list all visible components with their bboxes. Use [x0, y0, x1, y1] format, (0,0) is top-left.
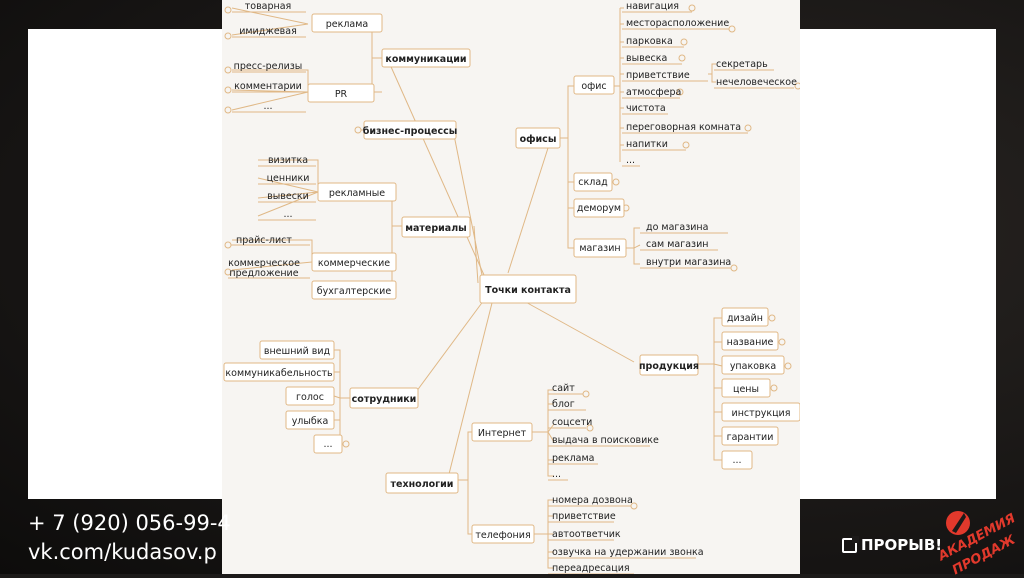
- node-accounting: бухгалтерские: [317, 286, 392, 297]
- leaf-packaging: упаковка: [730, 361, 776, 372]
- leaf-internet-ads: реклама: [552, 453, 595, 464]
- node-internet: Интернет: [478, 428, 527, 439]
- leaf-blog: блог: [552, 399, 575, 410]
- leaf-design: дизайн: [727, 313, 763, 324]
- leaf-forwarding: переадресация: [552, 563, 630, 574]
- leaf-comments: комментарии: [234, 81, 302, 92]
- node-advertising: реклама: [326, 19, 369, 30]
- branch-materials: материалы: [405, 223, 467, 234]
- contact-phone: + 7 (920) 056-99-4: [28, 511, 231, 535]
- branch-communications: коммуникации: [385, 54, 466, 65]
- leaf-price-list: прайс-лист: [236, 235, 292, 246]
- mind-map: Точки контакта коммуникации реклама това…: [222, 0, 800, 574]
- leaf-promo-more: ...: [283, 209, 292, 220]
- leaf-hold-audio: озвучка на удержании звонка: [552, 547, 704, 558]
- branch-business: бизнес-процессы: [363, 126, 458, 137]
- leaf-sociability: коммуникабельность: [225, 368, 333, 379]
- leaf-nonhuman: нечеловеческое: [716, 77, 797, 88]
- leaf-social: соцсети: [552, 417, 592, 428]
- leaf-location: месторасположение: [626, 18, 729, 29]
- leaf-numbers: номера дозвона: [552, 495, 633, 506]
- leaf-name: название: [727, 337, 774, 348]
- rocket-icon: [946, 511, 970, 535]
- leaf-office-more: ...: [626, 155, 635, 166]
- leaf-inside-shop: внутри магазина: [646, 257, 731, 268]
- proryv-logo: ПРОРЫВ!: [842, 535, 943, 554]
- leaf-press-releases: пресс-релизы: [234, 61, 303, 72]
- proryv-logo-text: ПРОРЫВ!: [861, 536, 943, 554]
- leaf-office-greeting: приветствие: [626, 70, 690, 81]
- leaf-secretary: секретарь: [716, 59, 768, 70]
- leaf-product-ad: товарная: [245, 1, 292, 12]
- leaf-before-shop: до магазина: [646, 222, 708, 233]
- leaf-drinks: напитки: [626, 139, 668, 150]
- node-demoroom: деморум: [577, 203, 621, 214]
- node-shop: магазин: [579, 243, 620, 254]
- leaf-phone-greeting: приветствие: [552, 511, 616, 522]
- leaf-pr-more: ...: [263, 101, 272, 112]
- leaf-parking: парковка: [626, 36, 673, 47]
- node-promo: рекламные: [329, 188, 385, 199]
- branch-staff: сотрудники: [352, 394, 417, 405]
- leaf-signboard: вывеска: [626, 53, 667, 64]
- leaf-guarantee: гарантии: [727, 432, 774, 443]
- center-node: Точки контакта: [485, 285, 571, 296]
- leaf-search: выдача в поисковике: [552, 435, 659, 446]
- leaf-autoresponder: автоответчик: [552, 529, 621, 540]
- leaf-voice: голос: [296, 392, 324, 403]
- leaf-card: визитка: [268, 155, 308, 166]
- leaf-shop-itself: сам магазин: [646, 239, 708, 250]
- node-warehouse: склад: [578, 177, 608, 188]
- branch-offices: офисы: [520, 134, 557, 145]
- node-pr: PR: [335, 89, 348, 100]
- leaf-site: сайт: [552, 383, 575, 394]
- leaf-internet-more: ...: [552, 469, 561, 480]
- leaf-meeting-room: переговорная комната: [626, 122, 741, 133]
- leaf-instruction: инструкция: [732, 408, 791, 419]
- leaf-signs: вывески: [267, 191, 309, 202]
- academy-logo: АКАДЕМИЯ ПРОДАЖ: [932, 503, 1018, 578]
- leaf-image-ad: имиджевая: [239, 26, 297, 37]
- leaf-price-tags: ценники: [267, 173, 310, 184]
- branch-product: продукция: [639, 361, 699, 372]
- leaf-appearance: внешний вид: [264, 346, 331, 357]
- node-office: офис: [581, 81, 606, 92]
- leaf-staff-more: ...: [323, 439, 332, 450]
- node-phone: телефония: [475, 530, 530, 541]
- leaf-product-more: ...: [732, 455, 741, 466]
- leaf-prices: цены: [733, 384, 759, 395]
- branch-technology: технологии: [391, 479, 454, 490]
- external-link-icon: [842, 535, 859, 553]
- leaf-cleanliness: чистота: [626, 103, 666, 114]
- node-commercial: коммерческие: [318, 258, 390, 269]
- leaf-smile: улыбка: [292, 416, 329, 427]
- leaf-atmosphere: атмосфера: [626, 87, 681, 98]
- leaf-navigation: навигация: [626, 1, 679, 12]
- contact-vk-link[interactable]: vk.com/kudasov.p: [28, 540, 217, 564]
